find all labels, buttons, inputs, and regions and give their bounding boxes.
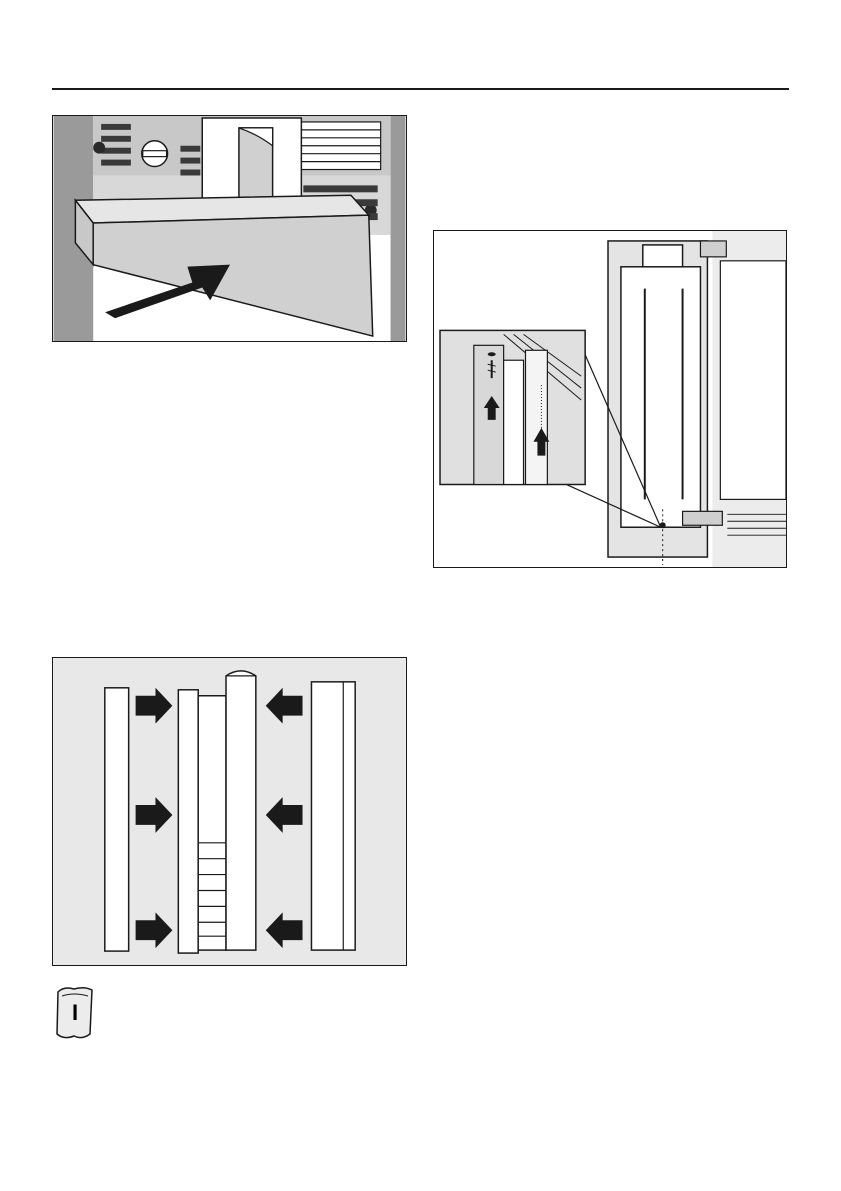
- vent-slots-mid: [180, 146, 200, 176]
- plinth-fitting-figure: [52, 115, 407, 342]
- hinge-bottom: [683, 511, 723, 525]
- trim-column-center: [226, 671, 256, 950]
- plinth-fitting-illustration: [53, 116, 406, 341]
- door-hinge-figure: [433, 230, 787, 568]
- hinge-top: [700, 241, 726, 257]
- header-rule: [52, 88, 789, 90]
- appliance-side-right: [391, 116, 406, 341]
- trim-profile-middle: [198, 696, 226, 950]
- vent-grille-top: [299, 122, 380, 170]
- door-hinge-illustration: [434, 231, 786, 567]
- control-knob-icon: [142, 141, 168, 167]
- door-handle-block: [643, 245, 683, 267]
- parts-pack-label: I: [54, 1000, 96, 1026]
- side-trim-illustration: [53, 658, 406, 965]
- side-trim-figure: [52, 657, 407, 966]
- trim-strip-left: [105, 688, 129, 951]
- door-liner: [621, 267, 701, 527]
- trim-panel-right: [311, 682, 355, 950]
